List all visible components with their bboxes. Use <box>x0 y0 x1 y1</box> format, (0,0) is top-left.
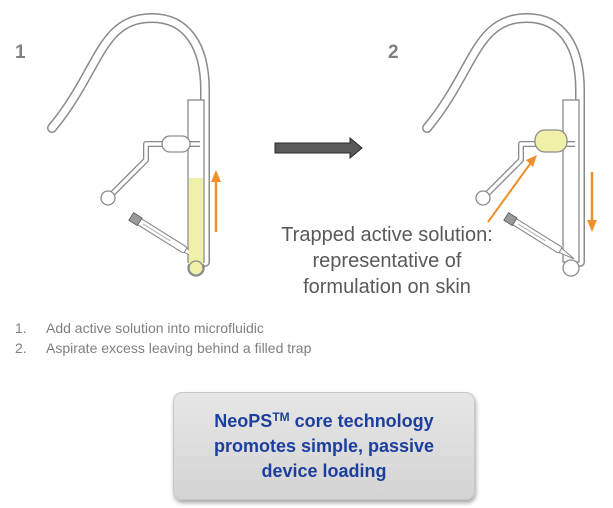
trap-empty <box>161 135 191 153</box>
callout-line-1: Trapped active solution: <box>281 224 493 246</box>
transition-arrow <box>274 136 363 160</box>
step-text: Add active solution into microfluidic <box>46 320 264 336</box>
box-line-1: NeoPSTM core technology <box>214 409 434 431</box>
steps-list: 1. Add active solution into microfluidic… <box>15 318 311 358</box>
device-panel-1 <box>52 18 205 276</box>
technology-summary-box: NeoPSTM core technology promotes simple,… <box>173 392 475 500</box>
trapped-solution-callout: Trapped active solution: representative … <box>262 222 512 300</box>
aspirate-direction-arrow <box>587 172 597 232</box>
trap-filled <box>534 129 568 153</box>
callout-arrow <box>487 155 537 223</box>
device-panel-2 <box>427 18 580 276</box>
step-number: 1. <box>15 320 27 336</box>
step-text: Aspirate excess leaving behind a filled … <box>46 340 312 356</box>
box-line-3: device loading <box>261 460 387 481</box>
panel-1-number: 1 <box>15 42 26 63</box>
callout-line-3: formulation on skin <box>303 276 471 298</box>
fluid-channel-fill <box>189 178 203 268</box>
trademark-mark: TM <box>272 409 290 424</box>
list-item: 2. Aspirate excess leaving behind a fill… <box>15 338 311 358</box>
step-number: 2. <box>15 340 27 356</box>
box-line-2: promotes simple, passive <box>213 435 435 456</box>
callout-line-2: representative of <box>312 250 462 272</box>
fill-direction-arrow <box>211 170 221 232</box>
fluid-outlet-fill <box>188 260 204 276</box>
list-item: 1. Add active solution into microfluidic <box>15 318 311 338</box>
panel-2-number: 2 <box>388 42 399 63</box>
